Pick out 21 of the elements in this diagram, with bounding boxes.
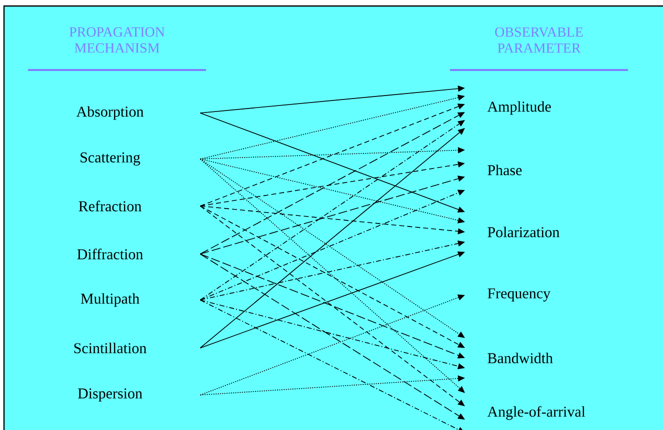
arrow — [200, 254, 465, 420]
parameter-label: Polarization — [488, 226, 560, 238]
arrow — [200, 120, 465, 300]
mechanism-label: Multipath — [80, 293, 140, 307]
arrow — [200, 206, 465, 406]
mechanism-label: Dispersion — [78, 388, 142, 402]
mechanism-label: Scintillation — [74, 342, 146, 354]
mechanism-label: Refraction — [78, 200, 142, 212]
column-heading: PROPAGATION MECHANISM — [69, 27, 165, 53]
mechanism-label: Absorption — [76, 106, 144, 120]
column-heading: OBSERVABLE PARAMETER — [495, 27, 583, 53]
parameter-label: Phase — [488, 164, 522, 176]
arrow — [200, 158, 465, 338]
parameter-label: Bandwidth — [488, 352, 553, 364]
arrow — [200, 128, 465, 348]
mechanism-label: Scattering — [80, 152, 140, 166]
parameter-label: Frequency — [488, 288, 550, 302]
arrow — [200, 158, 465, 393]
parameter-label: Angle-of-arrival — [487, 406, 586, 420]
parameter-label: Amplitude — [487, 101, 551, 115]
mechanism-label: Diffraction — [77, 248, 143, 260]
